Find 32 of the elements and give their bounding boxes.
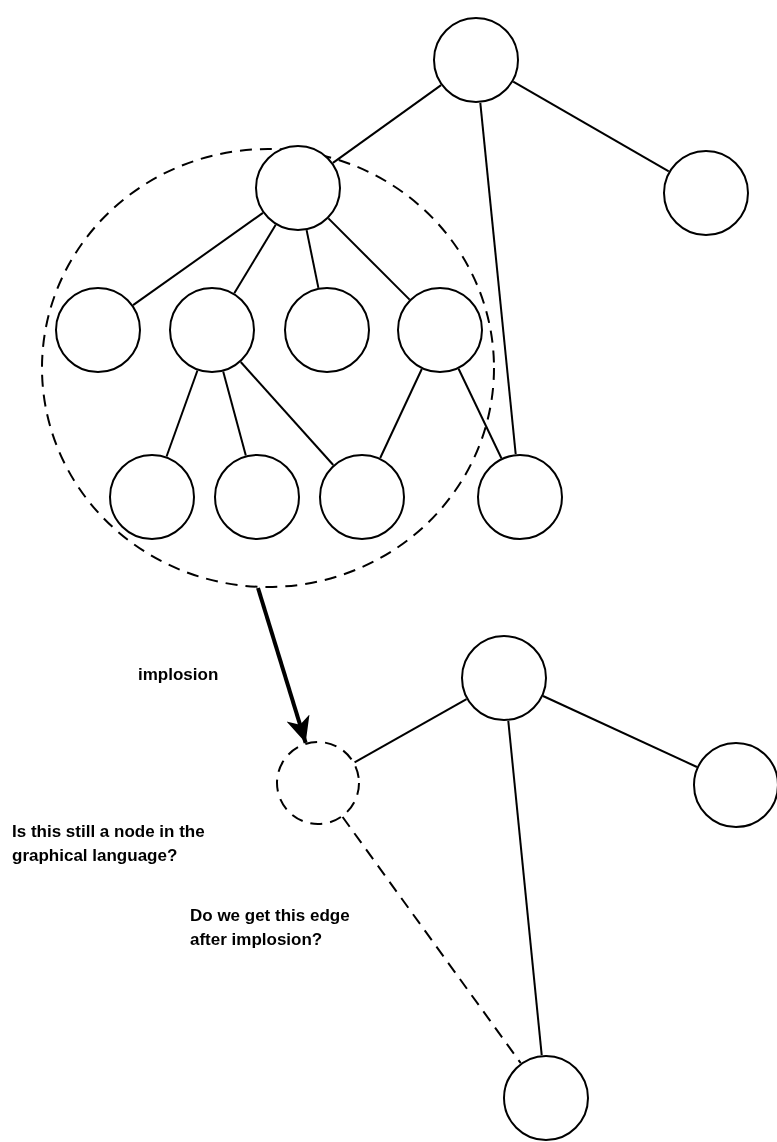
circle-node	[397, 287, 483, 373]
circle-node	[503, 1055, 589, 1141]
circle-node	[109, 454, 195, 540]
circle-node	[477, 454, 563, 540]
edge-line	[222, 370, 247, 457]
edge-line	[542, 695, 698, 768]
circle-node	[214, 454, 300, 540]
circle-node	[319, 454, 405, 540]
edge-line	[132, 211, 264, 307]
circle-node	[461, 635, 547, 721]
circle-node	[284, 287, 370, 373]
edge-line	[331, 84, 443, 164]
circle-node	[663, 150, 749, 236]
edge-line	[305, 229, 320, 289]
dashed-circle	[41, 148, 495, 588]
edge-line	[239, 361, 335, 466]
edge-line	[353, 698, 468, 764]
edge-line	[327, 217, 411, 301]
dashed-circle	[276, 741, 360, 825]
edge-line	[479, 101, 517, 456]
arrow	[256, 587, 310, 744]
circle-node	[255, 145, 341, 231]
circle-node	[169, 287, 255, 373]
dashed-edge	[341, 816, 522, 1065]
circle-node	[433, 17, 519, 103]
edge-line	[512, 80, 670, 173]
edge-line	[379, 367, 423, 460]
edge-line	[165, 369, 199, 458]
edge-line	[507, 719, 543, 1057]
edge-line	[233, 223, 277, 295]
edge-line	[457, 367, 503, 460]
circle-node	[55, 287, 141, 373]
